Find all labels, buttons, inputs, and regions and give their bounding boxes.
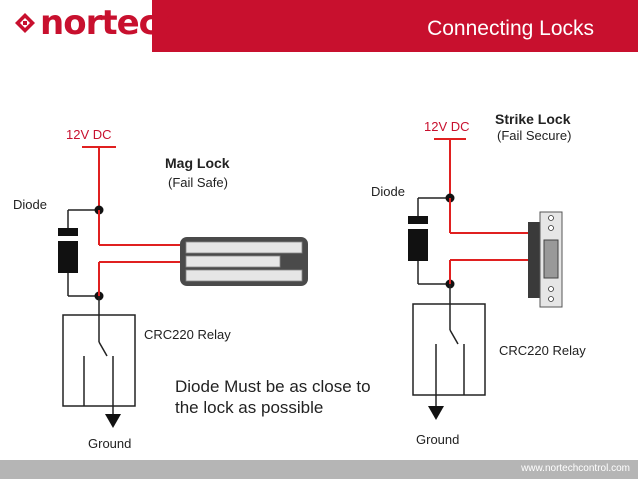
- strike-screw-top-1: [548, 215, 554, 221]
- strike-lock-backplate: [528, 222, 540, 298]
- footer-bar: www.nortechcontrol.com: [0, 460, 638, 479]
- strike-lock-type: (Fail Secure): [497, 128, 571, 143]
- strike-lock-circuit: 12V DC Strike Lock (Fail Secure) Diode C…: [371, 111, 586, 447]
- mag-relay-label: CRC220 Relay: [144, 327, 231, 342]
- page-title: Connecting Locks: [427, 17, 594, 40]
- mag-lock-type: (Fail Safe): [168, 175, 228, 190]
- strike-relay-contact: [449, 329, 459, 345]
- header-bar: nortech Connecting Locks: [0, 0, 638, 52]
- strike-screw-bottom-2: [548, 296, 554, 302]
- strike-lock-name: Strike Lock: [495, 111, 571, 127]
- strike-diode-body: [408, 216, 428, 261]
- brand-name: nortech: [40, 3, 182, 43]
- mag-relay-contact: [98, 341, 108, 357]
- strike-diode-label: Diode: [371, 184, 405, 199]
- strike-relay-box: [412, 303, 486, 396]
- diode-note-line2: the lock as possible: [175, 398, 323, 417]
- diode-note-line1: Diode Must be as close to: [175, 377, 371, 396]
- mag-ground-label: Ground: [88, 436, 131, 451]
- strike-diode-band: [408, 224, 428, 229]
- mag-lock-name: Mag Lock: [165, 155, 230, 171]
- mag-lock-face-bottom: [185, 269, 303, 282]
- strike-ground-arrow-icon: [428, 406, 444, 420]
- mag-lock-face-top: [185, 241, 303, 254]
- mag-diode-body: [58, 228, 78, 273]
- nortech-logo-icon: [15, 13, 35, 33]
- mag-ground-arrow-icon: [105, 414, 121, 428]
- mag-lock-face-mid: [185, 255, 281, 268]
- strike-relay-label: CRC220 Relay: [499, 343, 586, 358]
- mag-lock-circuit: 12V DC Mag Lock (Fail Safe) Diode CRC220…: [13, 127, 308, 451]
- mag-diode-band: [58, 236, 78, 241]
- strike-lock-keeper: [543, 239, 559, 279]
- strike-screw-bottom-1: [548, 286, 554, 292]
- strike-screw-top-2: [548, 225, 554, 231]
- logo: nortech: [0, 0, 182, 52]
- footer-url: www.nortechcontrol.com: [521, 463, 630, 474]
- mag-supply-label: 12V DC: [66, 127, 112, 142]
- strike-ground-label: Ground: [416, 432, 459, 447]
- strike-supply-label: 12V DC: [424, 119, 470, 134]
- mag-diode-label: Diode: [13, 197, 47, 212]
